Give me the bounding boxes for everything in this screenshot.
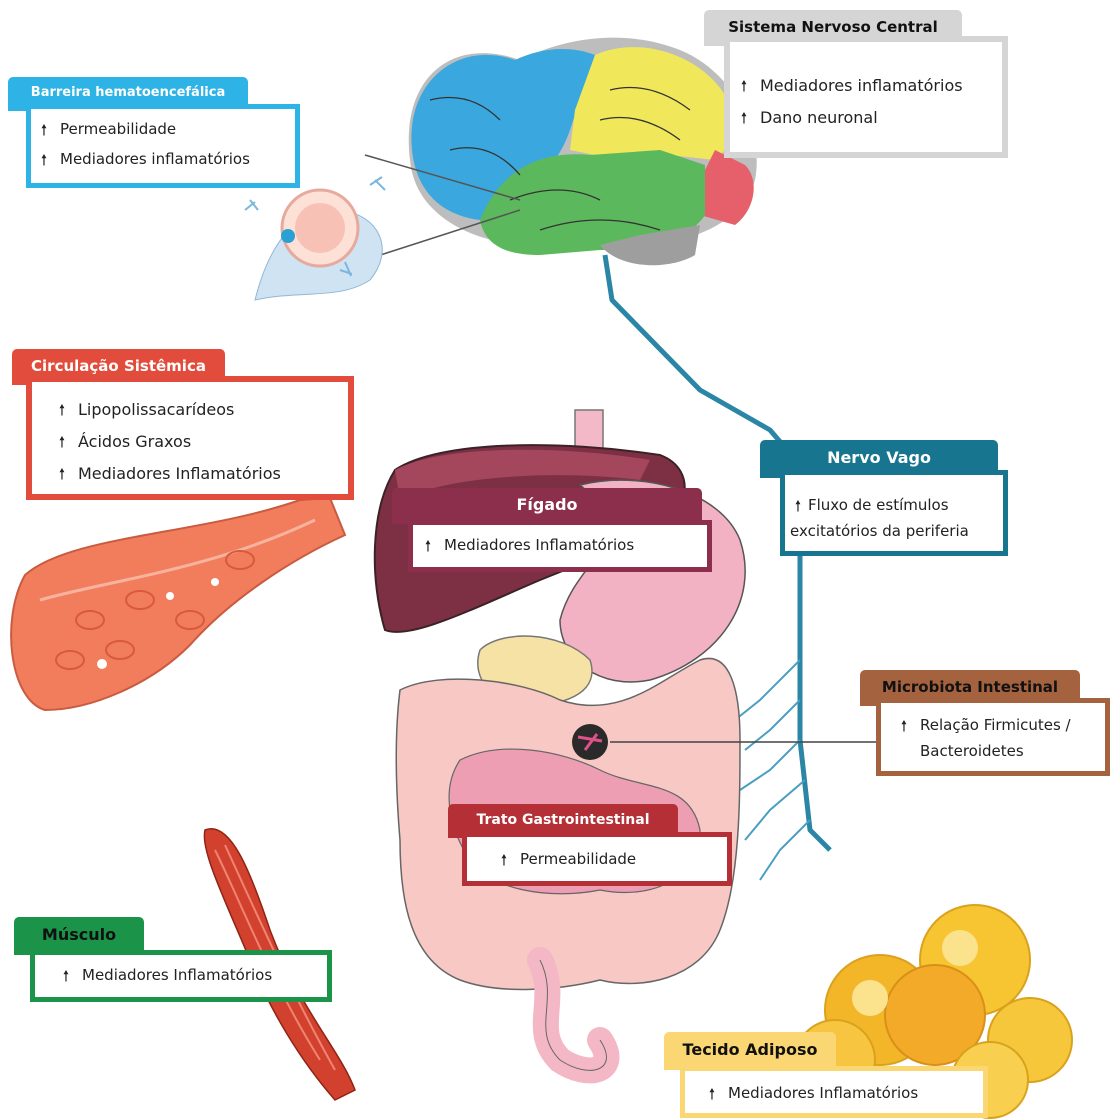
tgi-items: 🠕 Permeabilidade [496, 850, 636, 875]
arrow-up-icon: 🠕 [420, 536, 436, 561]
cns-item-1: Mediadores inflamatórios [760, 76, 963, 95]
musculo-title: Músculo [42, 925, 116, 944]
cns-title: Sistema Nervoso Central [728, 18, 938, 36]
musculo-item-1: Mediadores Inflamatórios [82, 966, 272, 984]
arrow-up-icon: 🠕 [736, 76, 752, 101]
microbiota-items: 🠕 Relação Firmicutes / Bacteroidetes [896, 716, 1071, 768]
tgi-title: Trato Gastrointestinal [476, 812, 649, 828]
microbiota-line-1: Relação Firmicutes / [920, 716, 1071, 734]
arrow-up-icon: 🠕 [790, 496, 806, 521]
circulation-title: Circulação Sistêmica [31, 357, 206, 375]
cns-item-2: Dano neuronal [760, 108, 878, 127]
vago-title: Nervo Vago [827, 448, 931, 467]
adiposo-title-tab: Tecido Adiposo [664, 1032, 836, 1070]
bbb-item-2: Mediadores inflamatórios [60, 150, 250, 168]
arrow-up-icon: 🠕 [704, 1084, 720, 1109]
figado-item-1: Mediadores Inflamatórios [444, 536, 634, 554]
musculo-items: 🠕 Mediadores Inflamatórios [58, 966, 272, 991]
arrow-up-icon: 🠕 [496, 850, 512, 875]
arrow-up-icon: 🠕 [896, 716, 912, 741]
vago-line-1: Fluxo de estímulos [808, 496, 949, 514]
circulation-item-3: Mediadores Inflamatórios [78, 464, 281, 483]
arrow-up-icon: 🠕 [36, 120, 52, 145]
arrow-up-icon: 🠕 [54, 464, 70, 489]
microbiota-title: Microbiota Intestinal [882, 678, 1058, 696]
arrow-up-icon: 🠕 [54, 432, 70, 457]
bbb-item-1: Permeabilidade [60, 120, 176, 138]
adiposo-title: Tecido Adiposo [683, 1040, 818, 1059]
arrow-up-icon: 🠕 [36, 150, 52, 175]
circulation-item-2: Ácidos Graxos [78, 432, 191, 451]
bbb-items: 🠕 Permeabilidade 🠕 Mediadores inflamatório… [36, 120, 250, 180]
circulation-items: 🠕 Lipopolissacarídeos 🠕 Ácidos Graxos 🠕 Med… [54, 400, 281, 496]
figado-items: 🠕 Mediadores Inflamatórios [420, 536, 634, 561]
circulation-item-1: Lipopolissacarídeos [78, 400, 234, 419]
vago-line-2: excitatórios da periferia [790, 522, 969, 540]
brain [409, 38, 757, 266]
arrow-up-icon: 🠕 [54, 400, 70, 425]
figado-title-tab: Fígado [392, 488, 702, 524]
figado-title: Fígado [516, 495, 577, 514]
vago-items: 🠕Fluxo de estímulos excitatórios da peri… [790, 496, 969, 548]
arrow-up-icon: 🠕 [58, 966, 74, 991]
tgi-item-1: Permeabilidade [520, 850, 636, 868]
blood-vessel [11, 498, 345, 710]
bbb-title: Barreira hematoencefálica [31, 85, 225, 100]
adiposo-item-1: Mediadores Inflamatórios [728, 1084, 918, 1102]
microbiota-line-2: Bacteroidetes [920, 742, 1024, 760]
arrow-up-icon: 🠕 [736, 108, 752, 133]
cns-items: 🠕 Mediadores inflamatórios 🠕 Dano neuronal [736, 76, 963, 140]
adiposo-items: 🠕 Mediadores Inflamatórios [704, 1084, 918, 1109]
